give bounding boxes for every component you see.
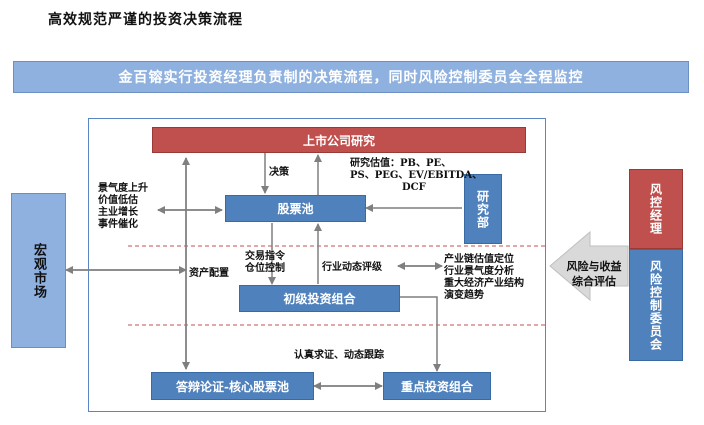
- trade-command-label: 交易指令 仓位控制: [245, 251, 285, 274]
- research-dept-box: 研究部: [464, 174, 502, 244]
- page-title: 高效规范严谨的投资决策流程: [48, 12, 243, 28]
- key-portfolio-box: 重点投资组合: [383, 372, 491, 400]
- dynamic-rating-label: 行业动态评级: [322, 262, 382, 273]
- risk-committee-box: 风险控制委员会: [629, 249, 683, 361]
- risk-manager-box: 风控经理: [629, 169, 683, 249]
- industry-analysis-label: 产业链估值定位 行业景气度分析 重大经济产业结构 演变趋势: [444, 254, 524, 301]
- listed-company-research-box: 上市公司研究: [152, 127, 526, 153]
- banner: 金百镕实行投资经理负责制的决策流程，同时风险控制委员会全程监控: [13, 61, 689, 93]
- valuation-label: 研究估值：PB、PE、 PS、PEG、EV/EBITDA、 DCF: [350, 158, 483, 193]
- risk-return-eval-label: 风险与收益综合评估: [566, 260, 622, 288]
- process-frame: [88, 118, 546, 412]
- primary-portfolio-box: 初级投资组合: [239, 285, 400, 312]
- risk-arrow-shape: [549, 230, 629, 302]
- arrow-primary-key: [400, 296, 441, 372]
- core-stock-pool-box: 答辩论证-核心股票池: [151, 372, 314, 400]
- macro-market-box: 宏观市场: [11, 193, 66, 348]
- tracking-label: 认真求证、动态跟踪: [294, 350, 384, 361]
- asset-allocation-label: 资产配置: [189, 268, 229, 279]
- stock-pool-box: 股票池: [225, 195, 366, 222]
- factors-label: 景气度上升 价值低估 主业增长 事件催化: [98, 183, 148, 230]
- decision-label: 决策: [269, 167, 289, 178]
